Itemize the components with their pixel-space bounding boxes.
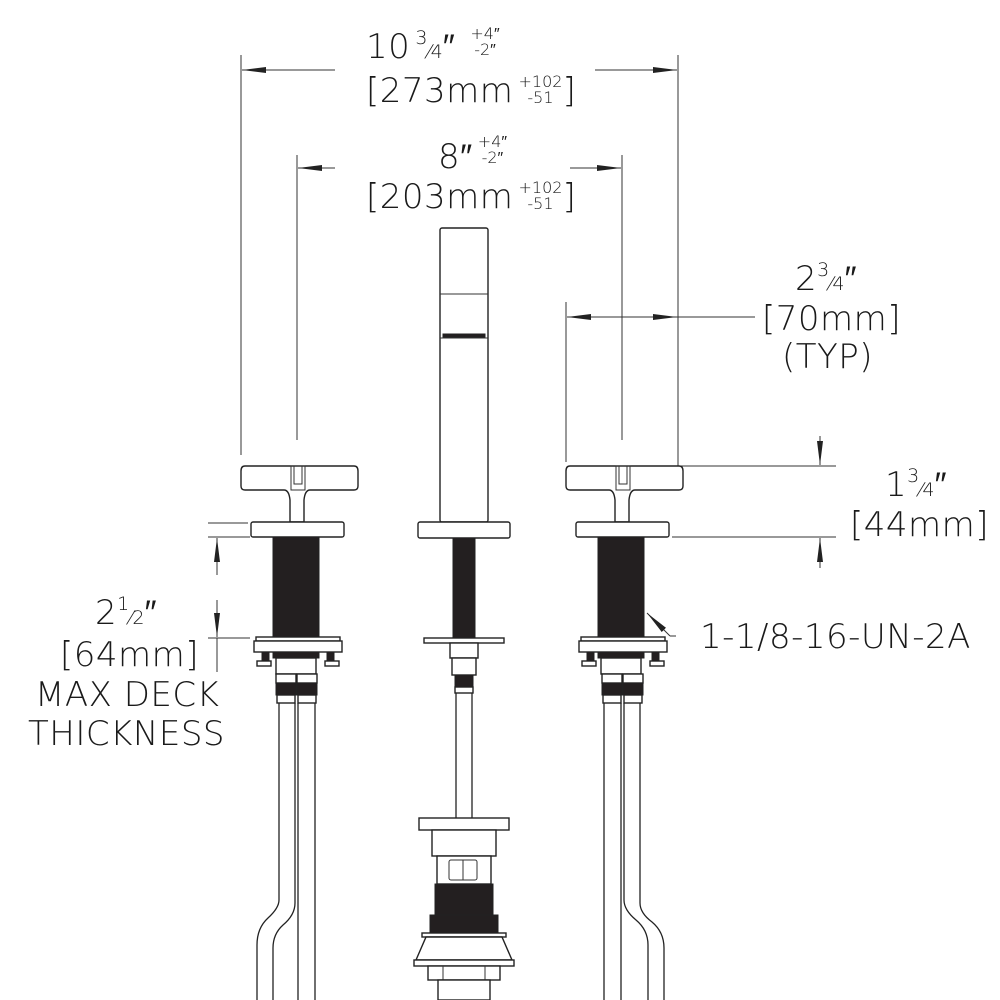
deck-thickness-note-line1: MAX DECK (35, 675, 220, 715)
handle-width-metric: [70mm] (762, 299, 902, 339)
deck-thickness-whole: 2 (95, 593, 118, 633)
center-spread-metric: 203mm (379, 177, 514, 217)
handle-height-frac-den: 4 (922, 479, 935, 501)
handle-height-unit: ″ (934, 465, 948, 505)
overall-width-metric-plus: +102 (518, 72, 563, 91)
center-spread-tol-minus: -2″ (481, 148, 504, 167)
deck-thickness-dimension (208, 522, 250, 672)
center-spread-dimension (296, 155, 623, 440)
spout-assembly (413, 227, 515, 1000)
handle-width-whole: 2 (795, 259, 818, 299)
handle-width-typ-note: (TYP) (782, 337, 874, 377)
left-handle-assembly (240, 465, 359, 1000)
overall-width-tol-minus: -2″ (474, 40, 496, 59)
center-spread-whole: 8 (438, 137, 461, 177)
bracket-close: ] (562, 71, 577, 111)
center-spread-label: 8″ +4″ -2″ (438, 134, 507, 177)
thread-spec-label: 1-1/8-16-UN-2A (700, 617, 971, 657)
bracket-open: [ (366, 71, 380, 111)
handle-width-unit: ″ (844, 259, 858, 299)
overall-width-tol-plus: +4″ (470, 24, 500, 43)
center-spread-tol-plus: +4″ (477, 132, 508, 151)
deck-thickness-unit: ″ (144, 593, 158, 633)
handle-height-whole: 1 (885, 465, 908, 505)
right-handle-assembly (565, 465, 684, 1000)
handle-height-metric: [44mm] (850, 505, 990, 545)
overall-width-label: 10 3⁄4″ +4″ -2″ (366, 24, 500, 67)
overall-width-frac-den: 4 (430, 41, 443, 63)
thread-leader (646, 612, 676, 637)
overall-width-frac-num: 3 (415, 27, 428, 49)
handle-width-label: 23⁄4″ (795, 259, 858, 299)
bracket-close: ] (562, 177, 577, 217)
deck-thickness-label: 21⁄2″ (95, 593, 158, 633)
deck-thickness-frac-den: 2 (132, 607, 145, 629)
overall-width-metric-label: [273mm +102-51] (366, 71, 577, 111)
center-spread-metric-plus: +102 (518, 178, 563, 197)
overall-width-unit: ″ (442, 27, 456, 67)
deck-thickness-note-line2: THICKNESS (28, 714, 225, 754)
deck-thickness-frac-num: 1 (117, 593, 130, 615)
center-spread-metric-minus: -51 (527, 194, 554, 213)
handle-width-frac-num: 3 (817, 259, 830, 281)
handle-width-frac-den: 4 (832, 273, 845, 295)
bracket-open: [ (366, 177, 380, 217)
overall-width-metric: 273mm (379, 71, 514, 111)
handle-height-label: 13⁄4″ (885, 465, 948, 505)
overall-width-metric-minus: -51 (527, 88, 554, 107)
handle-height-frac-num: 3 (907, 465, 920, 487)
center-spread-metric-label: [203mm +102-51] (366, 177, 577, 217)
overall-width-dimension (240, 55, 679, 466)
center-spread-unit: ″ (460, 137, 473, 177)
overall-width-whole: 10 (366, 27, 411, 67)
handle-height-dimension (672, 436, 836, 568)
handle-width-dimension (565, 302, 755, 462)
deck-thickness-metric: [64mm] (60, 635, 200, 675)
